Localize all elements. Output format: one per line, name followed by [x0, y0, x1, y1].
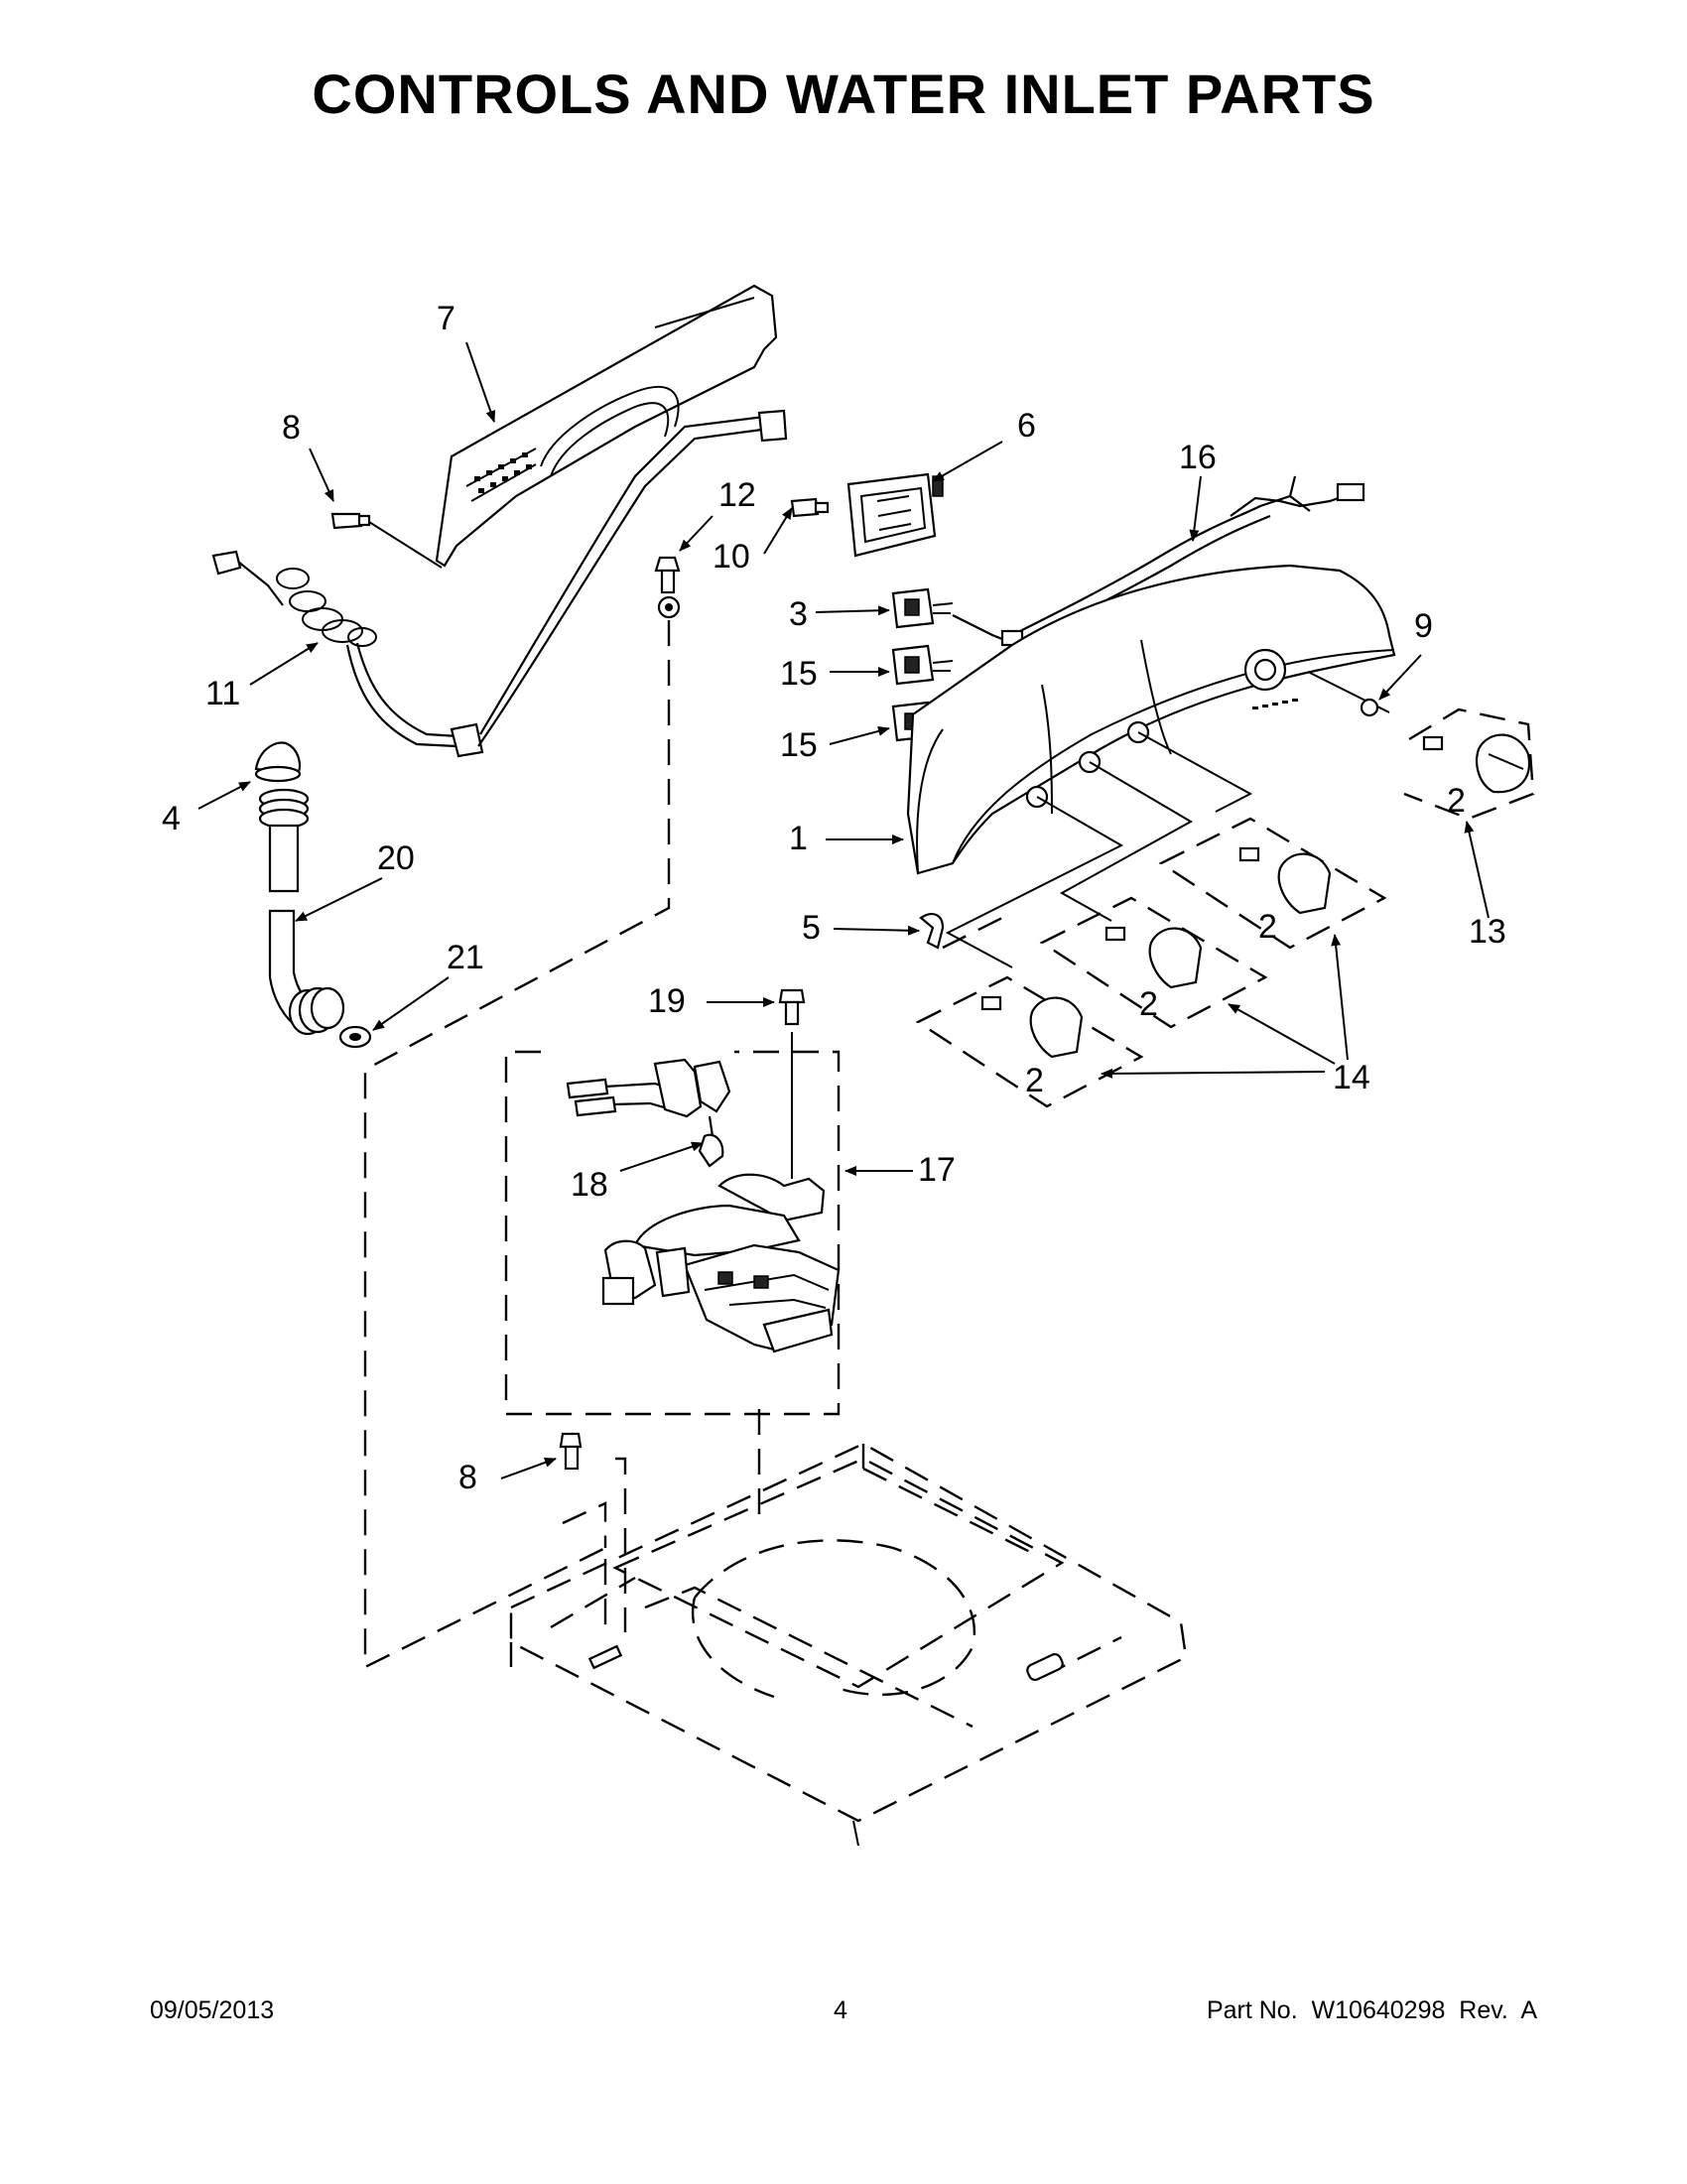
power-cord-part [211, 409, 788, 758]
console-part [906, 564, 1396, 875]
callout-7: 7 [437, 300, 455, 337]
callout-15-a: 15 [780, 655, 818, 693]
callout-2-a: 2 [1447, 782, 1466, 820]
callout-11: 11 [205, 675, 240, 712]
leader-arrows [197, 341, 1490, 1479]
page-title: CONTROLS AND WATER INLET PARTS [312, 63, 1375, 125]
callout-3: 3 [789, 595, 808, 633]
callout-13: 13 [1469, 913, 1506, 951]
inlet-screen-part [254, 741, 302, 783]
knob-part-13 [1360, 698, 1535, 821]
callout-20: 20 [377, 839, 415, 877]
callout-16: 16 [1179, 439, 1217, 476]
callout-6: 6 [1017, 407, 1036, 445]
knob-part-14b [1039, 896, 1268, 1029]
clip-part [919, 913, 1003, 950]
callout-14: 14 [1333, 1059, 1370, 1096]
callout-1: 1 [789, 820, 808, 857]
footer-part-number: Part No. W10640298 Rev. A [1206, 1996, 1537, 2024]
callout-21: 21 [447, 939, 484, 976]
callout-labels: 7 8 6 16 12 10 3 9 11 15 15 4 2 1 20 5 2… [162, 300, 1506, 1496]
callout-15-b: 15 [780, 726, 818, 764]
footer-page-number: 4 [834, 1996, 847, 2024]
callout-12: 12 [718, 476, 756, 514]
control-board-part [790, 472, 944, 558]
callout-4: 4 [162, 800, 181, 837]
rotary-switch-part-15a [891, 644, 954, 686]
washer-top-cabinet-part [509, 1442, 1188, 1847]
ground-screw-part [654, 556, 681, 619]
callout-5: 5 [802, 909, 821, 947]
callout-8-top: 8 [282, 409, 301, 447]
rotary-switch-part-3 [891, 587, 954, 629]
screw-part-19 [778, 988, 806, 1161]
callout-9: 9 [1414, 607, 1433, 645]
footer-date: 09/05/2013 [150, 1996, 275, 2024]
rear-panel-part [435, 284, 778, 568]
valve-assembly-part [504, 1050, 841, 1416]
screw-part-bottom [559, 1432, 583, 1471]
callout-19: 19 [648, 982, 686, 1020]
callout-2-d: 2 [1025, 1062, 1044, 1099]
inlet-hose-part [258, 788, 345, 1036]
callout-8-bottom: 8 [458, 1459, 477, 1496]
knob-part-14c [915, 975, 1144, 1108]
screw-part-top [330, 512, 443, 569]
washer-part [338, 1025, 372, 1049]
callout-2-b: 2 [1258, 908, 1277, 946]
callout-2-c: 2 [1139, 985, 1158, 1023]
knob-part-14a [1158, 817, 1387, 950]
callout-18: 18 [571, 1166, 608, 1204]
callout-17: 17 [918, 1151, 956, 1189]
callout-10: 10 [713, 538, 750, 576]
routing-dashed-lines [363, 620, 761, 1669]
